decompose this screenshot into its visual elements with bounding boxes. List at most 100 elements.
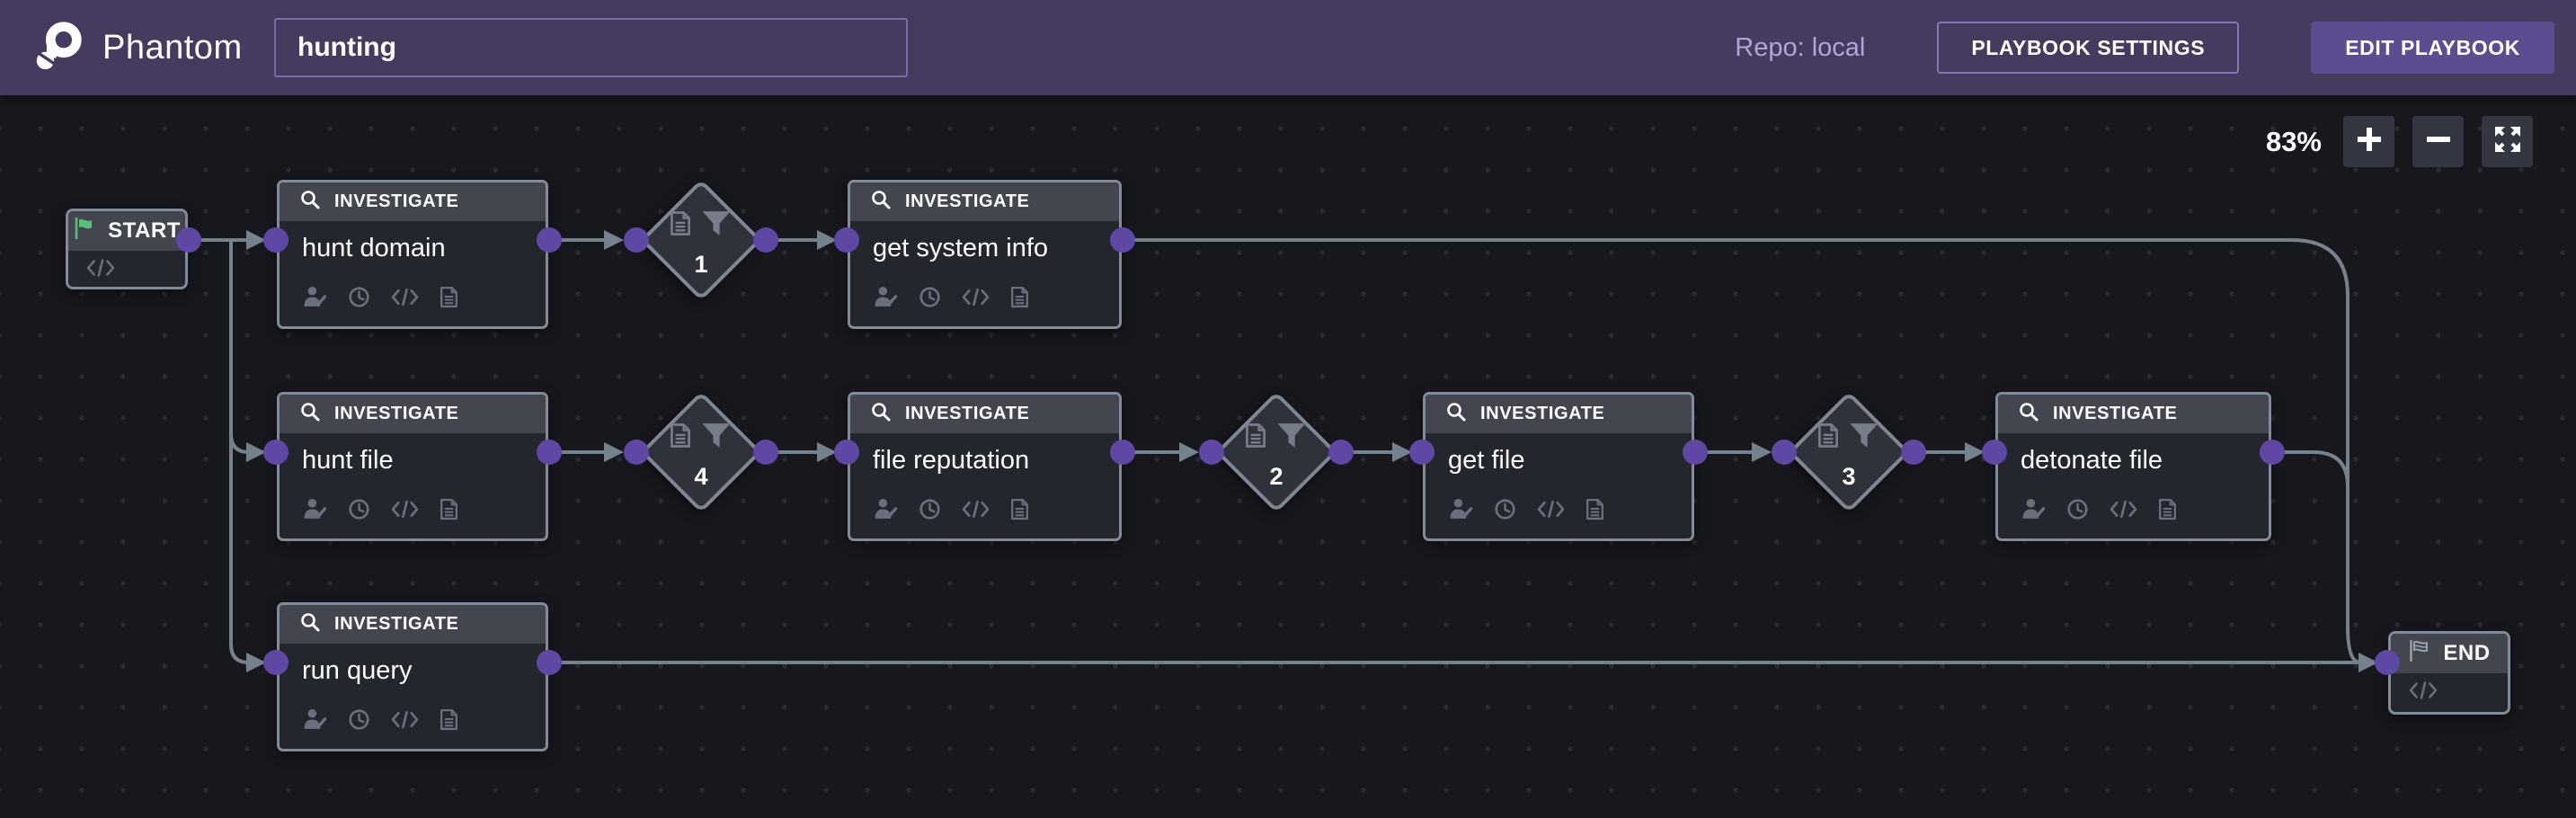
- output-port[interactable]: [753, 440, 778, 465]
- action-footer-icons: [2021, 498, 2177, 525]
- brand[interactable]: Phantom: [31, 18, 243, 78]
- action-node-detonate-file[interactable]: INVESTIGATE detonate file: [1982, 392, 2285, 541]
- action-node-header: INVESTIGATE: [1426, 395, 1692, 433]
- action-node-header: INVESTIGATE: [280, 182, 546, 221]
- user-approval-icon[interactable]: [303, 708, 327, 735]
- filter-number: 1: [694, 251, 708, 278]
- output-port[interactable]: [1328, 440, 1354, 465]
- notes-icon[interactable]: [1010, 286, 1029, 313]
- user-approval-icon[interactable]: [303, 498, 327, 525]
- filter-node-1[interactable]: 1: [624, 179, 778, 301]
- filter-funnel-icon: [1848, 422, 1880, 454]
- output-port[interactable]: [1110, 440, 1135, 465]
- start-node-header: START: [68, 211, 185, 251]
- code-icon[interactable]: [391, 499, 419, 524]
- code-icon[interactable]: [962, 499, 990, 524]
- user-approval-icon[interactable]: [874, 286, 898, 313]
- action-type-label: INVESTIGATE: [334, 191, 459, 211]
- action-node-file-reputation[interactable]: INVESTIGATE file reputation: [834, 392, 1135, 541]
- filter-node-2[interactable]: 2: [1199, 391, 1354, 513]
- fit-to-screen-button[interactable]: [2482, 116, 2533, 167]
- filter-node-3[interactable]: 3: [1772, 391, 1926, 513]
- output-port[interactable]: [753, 227, 778, 253]
- timer-icon[interactable]: [1494, 498, 1516, 525]
- output-port[interactable]: [2260, 440, 2285, 465]
- input-port[interactable]: [1982, 440, 2007, 465]
- action-title: get system info: [873, 234, 1049, 262]
- code-icon[interactable]: [1537, 499, 1565, 524]
- end-node[interactable]: END: [2375, 631, 2510, 715]
- user-approval-icon[interactable]: [2021, 498, 2046, 525]
- code-icon[interactable]: [391, 287, 419, 312]
- brand-name: Phantom: [102, 28, 243, 67]
- output-port[interactable]: [1901, 440, 1926, 465]
- action-node-header: INVESTIGATE: [1998, 395, 2269, 433]
- notes-icon[interactable]: [440, 498, 458, 525]
- input-port[interactable]: [624, 227, 649, 253]
- notes-icon[interactable]: [440, 708, 458, 735]
- timer-icon[interactable]: [348, 498, 370, 525]
- input-port[interactable]: [624, 440, 649, 465]
- edit-playbook-button[interactable]: EDIT PLAYBOOK: [2311, 22, 2554, 74]
- action-node-hunt-domain[interactable]: INVESTIGATE hunt domain: [263, 180, 562, 329]
- zoom-in-button[interactable]: [2343, 116, 2394, 167]
- input-port[interactable]: [263, 440, 289, 465]
- timer-icon[interactable]: [919, 286, 941, 313]
- output-port[interactable]: [1683, 440, 1708, 465]
- timer-icon[interactable]: [919, 498, 941, 525]
- filter-icons: [640, 422, 762, 454]
- expand-arrows-icon: [2492, 124, 2523, 159]
- timer-icon[interactable]: [2066, 498, 2089, 525]
- user-approval-icon[interactable]: [874, 498, 898, 525]
- end-flag-icon: [2408, 639, 2431, 669]
- notes-icon[interactable]: [1010, 498, 1029, 525]
- input-port[interactable]: [263, 650, 289, 675]
- output-port[interactable]: [537, 440, 562, 465]
- timer-icon[interactable]: [348, 286, 370, 313]
- playbook-canvas[interactable]: 83%: [0, 95, 2576, 818]
- output-port[interactable]: [1110, 227, 1135, 253]
- input-port[interactable]: [263, 227, 289, 253]
- top-bar: Phantom Repo: local PLAYBOOK SETTINGS ED…: [0, 0, 2576, 95]
- notes-icon[interactable]: [440, 286, 458, 313]
- action-node-hunt-file[interactable]: INVESTIGATE hunt file: [263, 392, 562, 541]
- input-port[interactable]: [834, 227, 859, 253]
- filter-number: 2: [1269, 463, 1284, 490]
- playbook-name-input[interactable]: [274, 18, 908, 77]
- start-node[interactable]: START: [66, 209, 201, 289]
- input-port[interactable]: [1409, 440, 1435, 465]
- notes-icon: [1245, 422, 1266, 453]
- filter-funnel-icon: [700, 422, 733, 454]
- notes-icon[interactable]: [2158, 498, 2177, 525]
- code-icon[interactable]: [391, 709, 419, 734]
- action-title: get file: [1448, 446, 1525, 475]
- playbook-settings-button[interactable]: PLAYBOOK SETTINGS: [1937, 22, 2240, 74]
- search-icon: [870, 189, 892, 215]
- filter-node-4[interactable]: 4: [624, 391, 778, 513]
- output-port[interactable]: [537, 227, 562, 253]
- notes-icon[interactable]: [1586, 498, 1604, 525]
- action-node-run-query[interactable]: INVESTIGATE run query: [263, 602, 562, 751]
- user-approval-icon[interactable]: [303, 286, 327, 313]
- output-port[interactable]: [537, 650, 562, 675]
- code-icon[interactable]: [962, 287, 990, 312]
- code-icon[interactable]: [2409, 681, 2438, 705]
- start-flag-icon: [73, 217, 96, 246]
- start-output-port[interactable]: [176, 227, 201, 253]
- code-icon[interactable]: [86, 259, 115, 282]
- zoom-out-button[interactable]: [2412, 116, 2464, 167]
- code-icon[interactable]: [2110, 499, 2137, 524]
- action-node-get-system-info[interactable]: INVESTIGATE get system info: [834, 180, 1135, 329]
- action-type-label: INVESTIGATE: [905, 191, 1030, 211]
- action-type-label: INVESTIGATE: [905, 404, 1030, 423]
- input-port[interactable]: [1772, 440, 1797, 465]
- user-approval-icon[interactable]: [1449, 498, 1473, 525]
- input-port[interactable]: [1199, 440, 1224, 465]
- input-port[interactable]: [834, 440, 859, 465]
- filter-funnel-icon: [700, 209, 733, 242]
- action-node-get-file[interactable]: INVESTIGATE get file: [1409, 392, 1708, 541]
- timer-icon[interactable]: [348, 708, 370, 735]
- end-input-port[interactable]: [2375, 650, 2400, 675]
- action-title: hunt file: [302, 446, 394, 475]
